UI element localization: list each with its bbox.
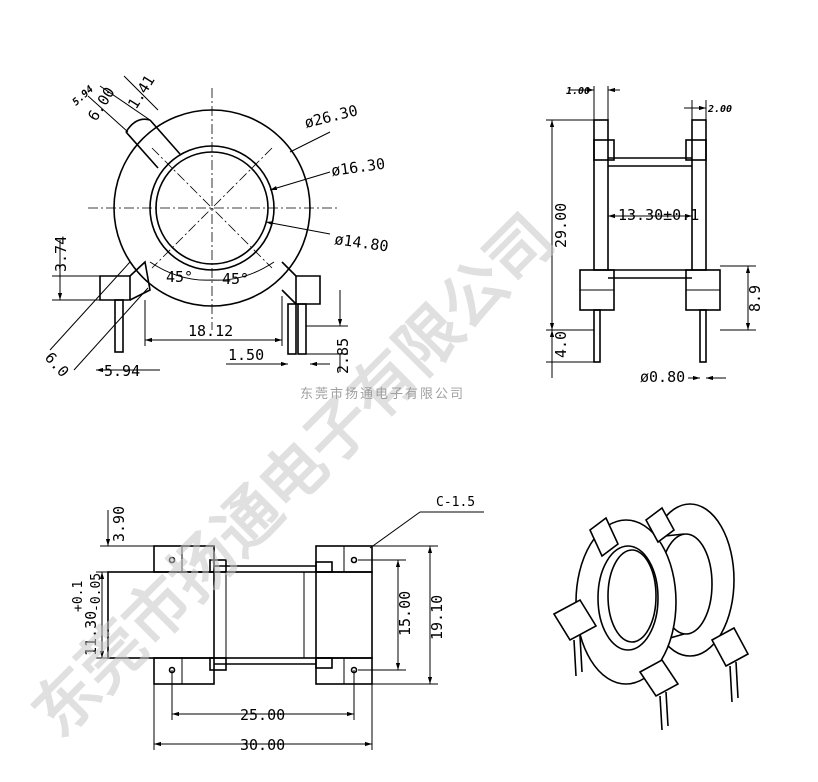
right-pin — [287, 303, 297, 355]
left-foot — [99, 275, 131, 301]
right-foot — [295, 275, 321, 305]
dim-dia-2630: ø26.30 — [303, 101, 360, 132]
dim-200: 2.00 — [707, 104, 732, 115]
dim-tol-minus: -0.05 — [89, 573, 104, 612]
dim-100: 1.00 — [566, 86, 590, 97]
dim-40: 4.0 — [552, 331, 570, 358]
isometric-view — [552, 503, 750, 731]
dim-1910: 19.10 — [428, 595, 446, 640]
top-view: C-1.5 3.90 11.30 +0.1 -0.05 15.00 19.10 … — [71, 495, 484, 754]
dim-1330: 13.30±0.1 — [618, 206, 699, 224]
dim-594b: 5.94 — [104, 362, 140, 380]
dim-150: 1.50 — [228, 346, 264, 364]
dim-angle-left: 45° — [166, 268, 193, 286]
watermark-diagonal: 东莞市扬通电子有限公司 — [19, 201, 569, 751]
bore-outer-circle — [149, 145, 275, 271]
bore-inner-circle — [155, 151, 269, 265]
dim-dia-1480: ø14.80 — [333, 230, 389, 255]
dim-1500: 15.00 — [396, 591, 414, 636]
dim-141: 1.41 — [124, 72, 158, 112]
dim-tol-plus: +0.1 — [71, 581, 86, 612]
dim-1130: 11.30 — [82, 611, 100, 656]
wire-slot — [125, 119, 181, 169]
dim-chamfer: C-1.5 — [436, 495, 475, 510]
side-view: 1.00 2.00 29.00 13.30±0.1 8.9 4.0 ø0.80 — [546, 86, 764, 386]
left-pin — [114, 299, 124, 353]
dim-angle-right: 45° — [222, 270, 249, 288]
dim-89: 8.9 — [746, 285, 764, 312]
outer-flange-circle — [113, 109, 311, 307]
dim-dia-1630: ø16.30 — [330, 155, 386, 180]
dim-1812: 18.12 — [188, 322, 233, 340]
dim-2900: 29.00 — [552, 203, 570, 248]
front-view: ø26.30 ø16.30 ø14.80 5.94 6.00 1.41 3.74… — [41, 72, 390, 381]
dim-374: 3.74 — [52, 236, 70, 272]
dim-dia-080: ø0.80 — [640, 368, 685, 386]
dim-2500: 25.00 — [240, 706, 285, 724]
dim-390: 3.90 — [110, 506, 128, 542]
dim-285: 2.85 — [334, 338, 352, 374]
dim-60: 6.0 — [41, 349, 73, 381]
watermark-caption: 东莞市扬通电子有限公司 — [300, 386, 465, 402]
dim-3000: 30.00 — [240, 736, 285, 754]
